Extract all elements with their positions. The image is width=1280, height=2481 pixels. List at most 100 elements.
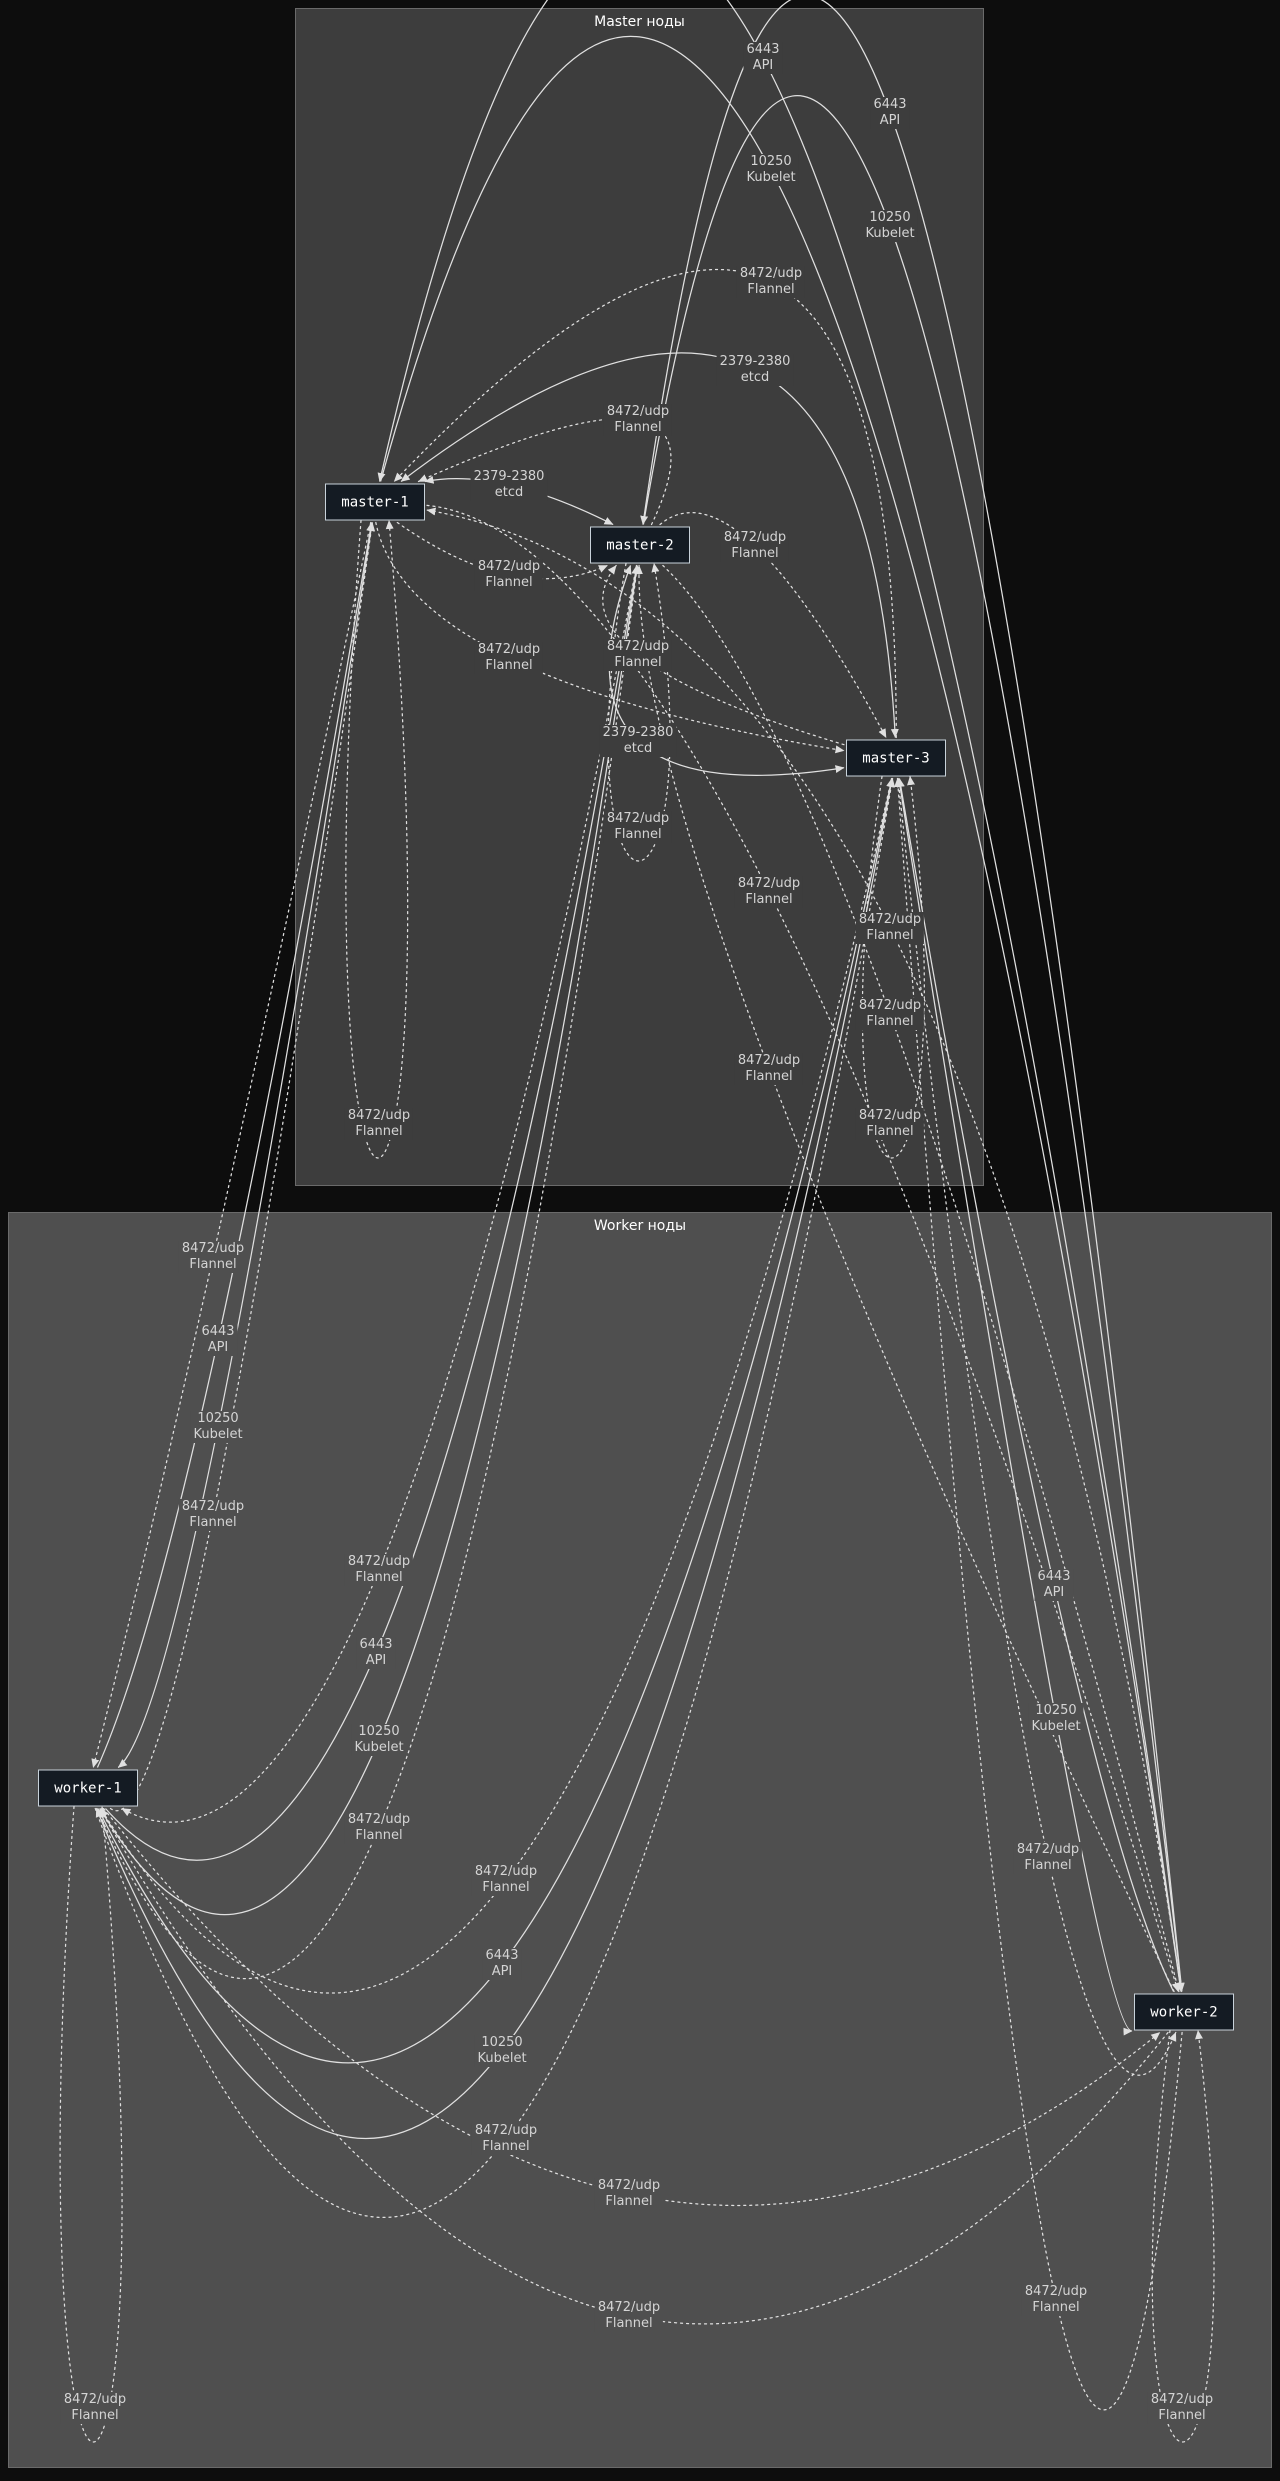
edge-label-protocol: Flannel	[1024, 1858, 1072, 1873]
edge-label-protocol: API	[491, 1964, 513, 1979]
edge-label-protocol: Flannel	[355, 1570, 403, 1585]
edge-label-protocol: Flannel	[605, 2316, 653, 2331]
edge-label-protocol: Kubelet	[865, 226, 915, 241]
edge-label-port: 8472/udp	[477, 642, 541, 657]
edge-label-protocol: Kubelet	[354, 1740, 404, 1755]
edge-label-protocol: Kubelet	[193, 1427, 243, 1442]
edge-worker-1-to-master-2	[96, 564, 641, 1980]
edge-label-port: 8472/udp	[606, 404, 670, 419]
edge-label-port: 8472/udp	[737, 876, 801, 891]
edge-label-port: 8472/udp	[1024, 2284, 1088, 2299]
edge-label-protocol: Flannel	[605, 2194, 653, 2209]
edge-worker-2-to-master-1	[426, 507, 1182, 1993]
cluster-title-master: Master ноды	[594, 14, 685, 30]
edge-label-protocol: API	[752, 58, 774, 73]
edge-label-port: 8472/udp	[597, 2300, 661, 2315]
edge-label-port: 8472/udp	[858, 1108, 922, 1123]
edge-label-protocol: Flannel	[355, 1828, 403, 1843]
edge-label-port: 8472/udp	[181, 1241, 245, 1256]
edge-label-protocol: Flannel	[745, 1069, 793, 1084]
edge-label-protocol: Flannel	[747, 282, 795, 297]
edge-master-1-to-master-2	[396, 521, 609, 580]
edge-label-port: 8472/udp	[606, 639, 670, 654]
edge-label-port: 6443	[485, 1948, 519, 1963]
edge-label-protocol: Flannel	[482, 1880, 530, 1895]
cluster-title-worker: Worker ноды	[593, 1218, 687, 1234]
edge-label-protocol: Kubelet	[1031, 1719, 1081, 1734]
edge-label-port: 8472/udp	[63, 2392, 127, 2407]
edge-label-port: 8472/udp	[606, 811, 670, 826]
edge-label-protocol: Flannel	[1032, 2300, 1080, 2315]
edge-label-protocol: Flannel	[866, 1124, 914, 1139]
edge-label-port: 10250	[869, 210, 911, 225]
edge-label-port: 10250	[197, 1411, 239, 1426]
edge-label-protocol: etcd	[494, 485, 524, 500]
edge-label-protocol: Flannel	[482, 2139, 530, 2154]
edge-master-2-to-master-1	[417, 418, 672, 526]
edge-label-protocol: API	[365, 1653, 387, 1668]
edge-label-protocol: Flannel	[71, 2408, 119, 2423]
edge-label-port: 10250	[1035, 1703, 1077, 1718]
edge-master-1-to-master-1	[345, 519, 409, 1159]
node-worker-1: worker-1	[38, 1769, 138, 1807]
edge-label-protocol: Flannel	[189, 1515, 237, 1530]
edge-worker-1-to-master-1	[109, 521, 376, 1812]
edge-label-port: 6443	[873, 97, 907, 112]
edge-master-2-to-master-2	[607, 562, 671, 862]
edge-master-3-to-worker-1	[100, 777, 893, 1994]
edge-label-protocol: etcd	[623, 741, 653, 756]
edge-label-protocol: Flannel	[614, 420, 662, 435]
edge-label-protocol: Flannel	[189, 1257, 237, 1272]
edge-label-port: 10250	[358, 1724, 400, 1739]
edge-label-port: 10250	[481, 2035, 523, 2050]
edge-label-port: 2379-2380	[473, 469, 545, 484]
edge-label-protocol: Kubelet	[746, 170, 796, 185]
edge-label-port: 8472/udp	[737, 1053, 801, 1068]
edge-label-port: 8472/udp	[347, 1812, 411, 1827]
edge-label-port: 8472/udp	[1016, 1842, 1080, 1857]
edge-label-port: 6443	[201, 1324, 235, 1339]
edge-label-protocol: Kubelet	[477, 2051, 527, 2066]
edge-label-protocol: Flannel	[731, 546, 779, 561]
edge-master-3-to-worker-2	[897, 777, 1177, 2076]
edge-label-port: 10250	[750, 154, 792, 169]
edge-worker-1-to-worker-1	[59, 1805, 123, 2443]
edge-label-port: 8472/udp	[347, 1108, 411, 1123]
edge-label-protocol: Flannel	[614, 655, 662, 670]
edge-label-protocol: Flannel	[485, 575, 533, 590]
node-master-1: master-1	[325, 483, 425, 521]
edge-label-port: 8472/udp	[858, 998, 922, 1013]
edge-label-protocol: API	[207, 1340, 229, 1355]
edge-label-port: 8472/udp	[739, 266, 803, 281]
edge-label-protocol: API	[1043, 1585, 1065, 1600]
edge-label-protocol: Flannel	[866, 928, 914, 943]
